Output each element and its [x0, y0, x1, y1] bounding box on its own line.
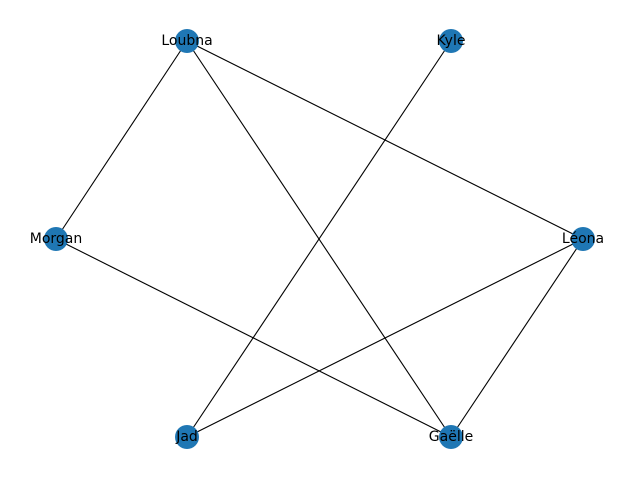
node-loubna: Loubna	[161, 29, 213, 53]
node-jad: Jad	[175, 425, 199, 449]
node-gaelle: Gaëlle	[429, 425, 473, 449]
edge-morgan-gaelle	[55, 238, 452, 438]
node-label: Morgan	[30, 231, 83, 247]
node-label: Léona	[562, 231, 604, 247]
node-marker	[439, 425, 463, 449]
node-label: Kyle	[437, 33, 466, 49]
node-marker	[44, 227, 68, 251]
node-marker	[439, 29, 463, 53]
edge-kyle-jad	[186, 40, 452, 438]
node-label: Loubna	[161, 33, 212, 49]
edge-loubna-morgan	[55, 40, 188, 240]
edge-leona-gaelle	[450, 238, 584, 438]
node-marker	[175, 425, 199, 449]
edge-layer	[55, 40, 584, 438]
node-marker	[571, 227, 595, 251]
node-morgan: Morgan	[30, 227, 83, 251]
edge-leona-jad	[186, 238, 584, 438]
node-label: Jad	[175, 429, 198, 445]
node-leona: Léona	[562, 227, 604, 251]
node-kyle: Kyle	[437, 29, 466, 53]
node-marker	[175, 29, 199, 53]
node-label: Gaëlle	[429, 429, 473, 445]
